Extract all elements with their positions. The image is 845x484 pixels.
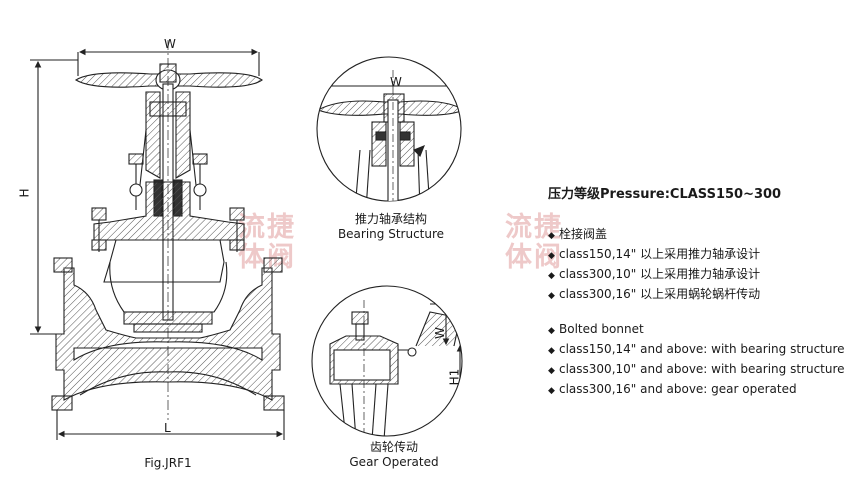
note-cn-item: ◆ class300,10" 以上采用推力轴承设计 bbox=[548, 264, 760, 284]
gear-w-label: W bbox=[432, 327, 447, 339]
gear-h1-label: H1 bbox=[447, 368, 462, 386]
note-en-text: Bolted bonnet bbox=[559, 322, 644, 336]
note-en-item: ◆ class300,16" and above: gear operated bbox=[548, 379, 845, 399]
bullet-icon: ◆ bbox=[548, 291, 555, 301]
note-en-item: ◆ class300,10" and above: with bearing st… bbox=[548, 359, 845, 379]
bullet-icon: ◆ bbox=[548, 366, 555, 376]
note-en-text: class300,16" and above: gear operated bbox=[559, 382, 797, 396]
note-cn-item: ◆ 栓接阀盖 bbox=[548, 224, 760, 244]
note-en-text: class300,10" and above: with bearing str… bbox=[559, 362, 845, 376]
note-cn-item: ◆ class150,14" 以上采用推力轴承设计 bbox=[548, 244, 760, 264]
bearing-width-label: W bbox=[390, 75, 402, 89]
bullet-icon: ◆ bbox=[548, 251, 555, 261]
note-cn-item: ◆ class300,16" 以上采用蜗轮蜗杆传动 bbox=[548, 284, 760, 304]
note-en-item: ◆ Bolted bonnet bbox=[548, 319, 845, 339]
watermark-right: 流捷体阀 bbox=[505, 213, 569, 273]
gear-caption-en: Gear Operated bbox=[349, 455, 439, 469]
notes-cn-list: ◆ 栓接阀盖 ◆ class150,14" 以上采用推力轴承设计 ◆ class300… bbox=[548, 224, 760, 304]
bullet-icon: ◆ bbox=[548, 386, 555, 396]
bullet-icon: ◆ bbox=[548, 346, 555, 356]
bearing-caption-en: Bearing Structure bbox=[337, 227, 445, 241]
gear-detail-drawing bbox=[311, 285, 463, 437]
bullet-icon: ◆ bbox=[548, 271, 555, 281]
note-en-item: ◆ class150,14" and above: with bearing st… bbox=[548, 339, 845, 359]
bullet-icon: ◆ bbox=[548, 326, 555, 336]
note-cn-text: class300,10" 以上采用推力轴承设计 bbox=[559, 267, 761, 281]
watermark-right-text: 流捷体阀 bbox=[505, 212, 563, 273]
main-caption: Fig.JRF1 bbox=[144, 456, 192, 470]
note-cn-text: 栓接阀盖 bbox=[559, 227, 608, 241]
note-en-text: class150,14" and above: with bearing str… bbox=[559, 342, 845, 356]
note-cn-text: class300,16" 以上采用蜗轮蜗杆传动 bbox=[559, 287, 761, 301]
main-height-label: H bbox=[17, 188, 32, 198]
main-length-label: L bbox=[164, 421, 171, 435]
gear-caption-cn: 齿轮传动 bbox=[369, 440, 419, 454]
bearing-caption-cn: 推力轴承结构 bbox=[354, 212, 428, 226]
globe-valve-drawing bbox=[30, 40, 285, 440]
main-width-label: W bbox=[164, 37, 176, 51]
pressure-class-title: 压力等级Pressure:CLASS150~300 bbox=[548, 187, 782, 202]
notes-en-list: ◆ Bolted bonnet ◆ class150,14" and above: … bbox=[548, 319, 845, 399]
note-cn-text: class150,14" 以上采用推力轴承设计 bbox=[559, 247, 761, 261]
bullet-icon: ◆ bbox=[548, 231, 555, 241]
